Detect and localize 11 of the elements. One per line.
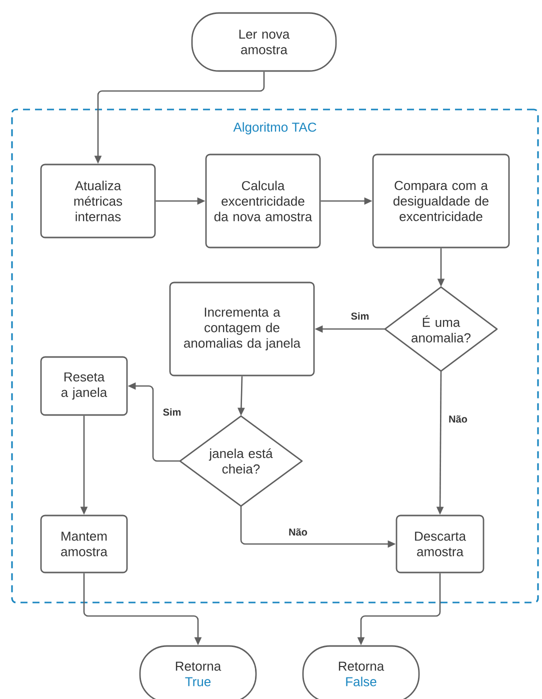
process-box: Compara com a desigualdade de excentricidade (372, 154, 510, 248)
edge-label: Não (287, 526, 309, 538)
process-box: Calcula excentricidade da nova amostra (205, 154, 321, 248)
edge-label: Sim (161, 406, 183, 418)
edge-label: Sim (349, 310, 371, 322)
process-box: Incrementa a contagem de anomalias da janela (169, 282, 315, 376)
process-box: Reseta a janela (40, 356, 128, 416)
process-box: Mantem amostra (40, 514, 128, 574)
process-box: Atualiza métricas internas (40, 164, 156, 238)
edge-label: Não (447, 414, 469, 424)
process-box: Descarta amostra (396, 514, 484, 574)
